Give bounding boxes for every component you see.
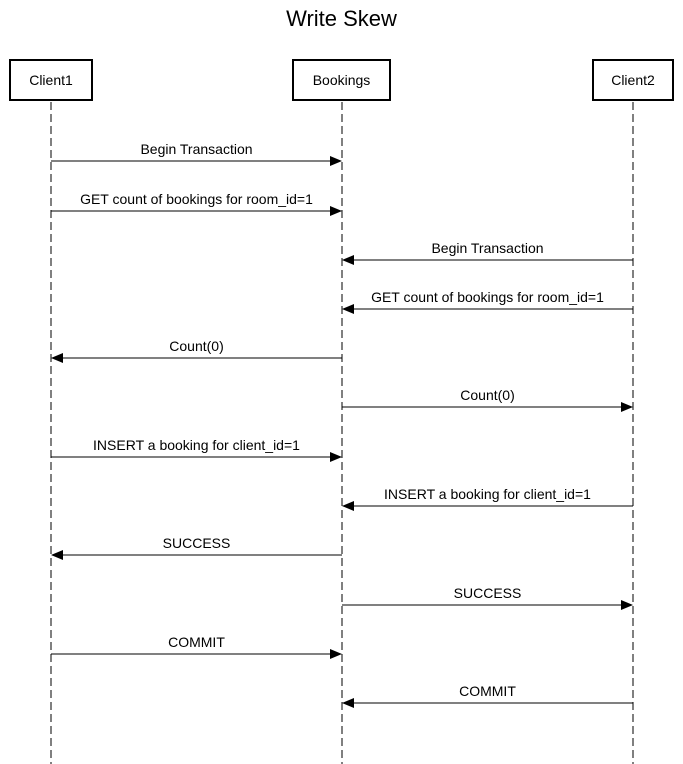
message-label: GET count of bookings for room_id=1 <box>80 191 313 207</box>
participant-client2: Client2 <box>592 59 674 101</box>
message-label: INSERT a booking for client_id=1 <box>93 437 300 453</box>
message-label: Begin Transaction <box>431 240 544 256</box>
message-label: Count(0) <box>169 338 224 354</box>
diagram-title: Write Skew <box>286 6 397 31</box>
message-label: SUCCESS <box>162 535 231 551</box>
message-label: SUCCESS <box>453 585 522 601</box>
message-label: COMMIT <box>459 683 516 699</box>
message-label: Begin Transaction <box>140 141 253 157</box>
message-label: COMMIT <box>168 634 225 650</box>
participant-bookings: Bookings <box>292 59 391 101</box>
participant-client1: Client1 <box>9 59 93 101</box>
message-label: GET count of bookings for room_id=1 <box>371 289 604 305</box>
message-label: Count(0) <box>460 387 515 403</box>
message-label: INSERT a booking for client_id=1 <box>384 486 591 502</box>
